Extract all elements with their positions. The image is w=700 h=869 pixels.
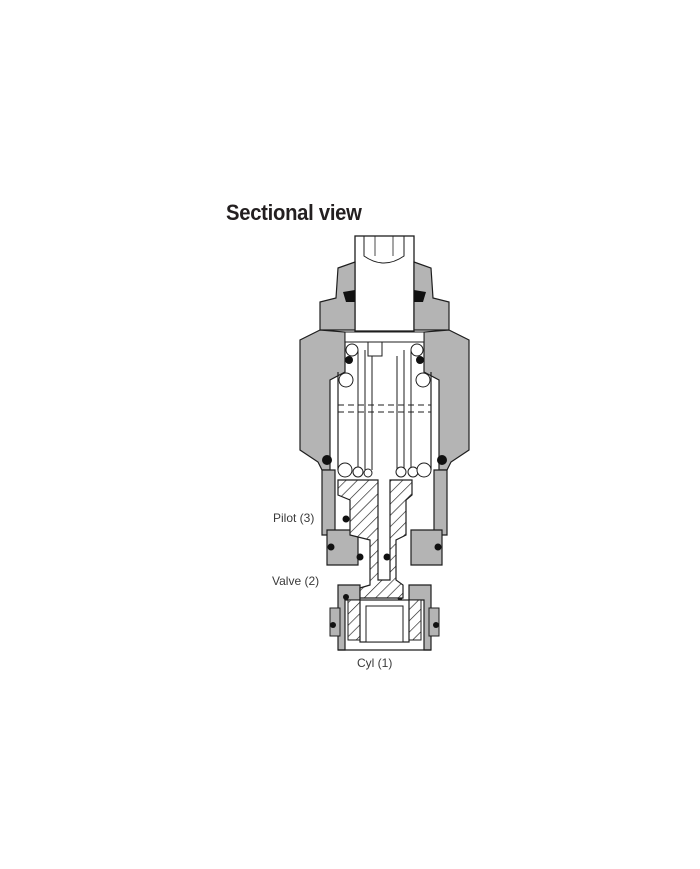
valve-housing	[299, 329, 470, 651]
port-label-cyl: Cyl (1)	[357, 656, 393, 670]
diagram-title: Sectional view	[226, 200, 362, 225]
spring-chamber	[337, 331, 432, 478]
adjusting-stem	[354, 235, 415, 332]
port-label-pilot: Pilot (3)	[273, 511, 315, 525]
hatched-poppet	[337, 479, 422, 643]
port-label-valve: Valve (2)	[272, 574, 320, 588]
